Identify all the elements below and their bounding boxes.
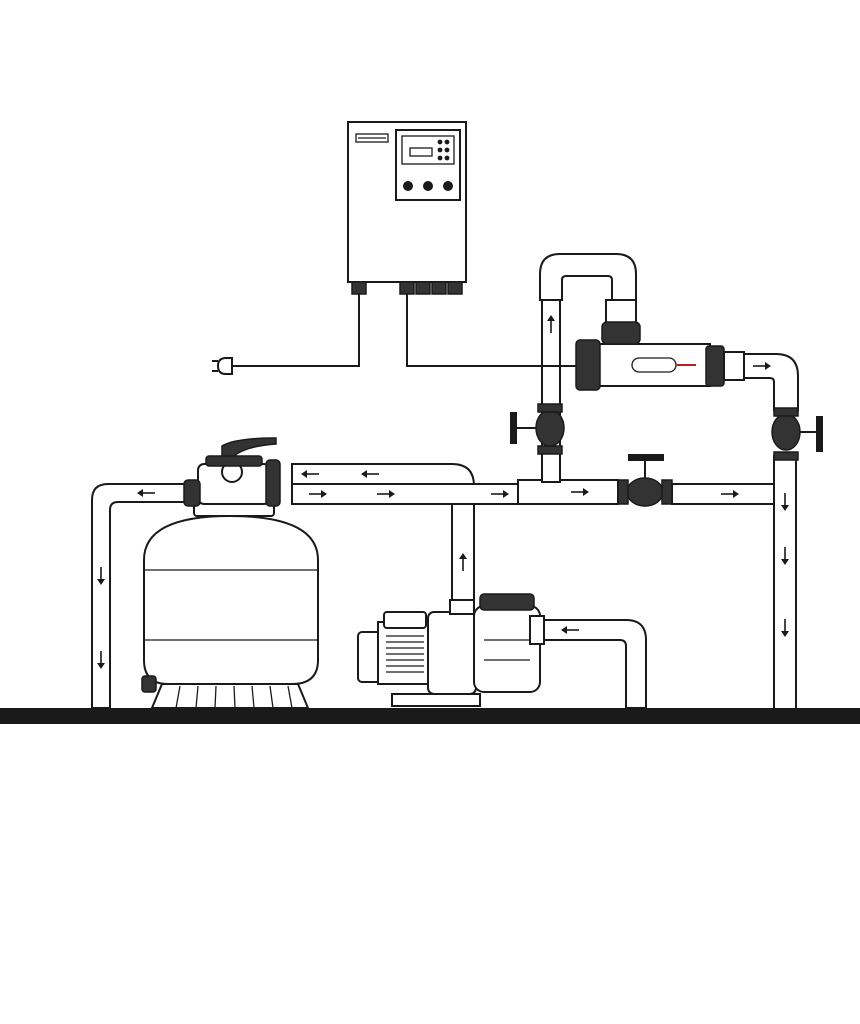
flow-arrow-left-elbow	[137, 489, 155, 497]
pump-motor	[377, 621, 431, 685]
flow-arrow-cell-riser	[547, 315, 555, 333]
ground-line	[0, 708, 860, 724]
flow-arrow-bypass-1	[571, 488, 589, 496]
flow-arrow-filter-out-3	[491, 490, 509, 498]
inlet-valve	[510, 403, 565, 455]
cell-outlet-pipe	[741, 353, 799, 411]
flow-arrow-filter-out-1	[309, 490, 327, 498]
filter-tank	[143, 514, 319, 685]
drain-plug	[141, 675, 157, 693]
flow-arrow-left-down-1	[97, 567, 105, 585]
pump-outlet	[449, 599, 475, 615]
multiport-valve	[183, 437, 281, 517]
bypass-valve	[617, 454, 673, 507]
top-u-loop	[539, 253, 637, 301]
flow-arrow-filter-out-2	[377, 490, 395, 498]
cell-adapter	[723, 351, 745, 381]
pump-inlet	[529, 615, 545, 645]
cell-union-left	[575, 339, 601, 391]
cable-glands	[351, 281, 463, 295]
flow-arrow-filter-return-top-1	[301, 470, 319, 478]
flow-arrow-filter-return-top-2	[361, 470, 379, 478]
flow-arrow-pump-riser	[459, 553, 467, 571]
pump-suction-pipe	[539, 619, 647, 709]
pump-base	[391, 693, 481, 707]
flow-arrow-return-down-2	[781, 547, 789, 565]
pump-terminal-box	[383, 611, 427, 629]
power-plug	[212, 357, 233, 375]
sand-filter	[141, 437, 319, 709]
flow-arrow-return-down-3	[781, 619, 789, 637]
flow-arrow-bypass-2	[721, 490, 739, 498]
pump-volute	[427, 611, 477, 695]
outlet-valve	[771, 407, 823, 461]
power-cable	[232, 294, 360, 367]
flow-arrow-left-down-2	[97, 651, 105, 669]
flow-arrow-cell-outlet	[753, 362, 771, 370]
flow-arrow-return-down-1	[781, 493, 789, 511]
brand-label	[355, 133, 389, 143]
circulation-pump	[357, 593, 545, 707]
treatment-cell	[575, 299, 745, 391]
filter-base	[150, 683, 310, 709]
display-screen	[401, 135, 455, 165]
pump-lid	[479, 593, 535, 611]
bypass-pipe	[517, 479, 619, 505]
flow-arrows	[97, 315, 789, 669]
flow-arrow-pump-suction	[561, 626, 579, 634]
control-box	[347, 121, 467, 295]
valve-handle	[221, 437, 277, 457]
cell-union-right	[705, 345, 725, 387]
cell-sensor-nut	[601, 321, 641, 345]
cell-cable	[406, 294, 580, 367]
